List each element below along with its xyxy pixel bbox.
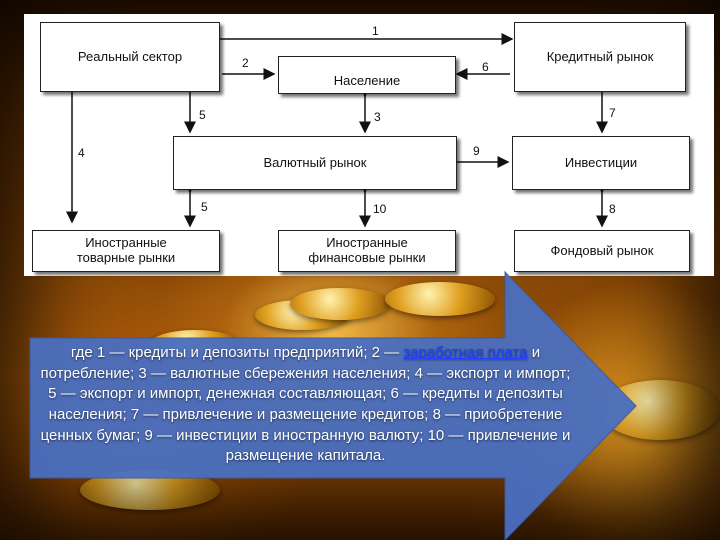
box-stock-market: Фондовый рынок <box>514 230 690 272</box>
coin <box>385 282 495 316</box>
legend-caption: где 1 — кредиты и депозиты предприятий; … <box>38 343 573 467</box>
box-label-line1: Иностранные <box>326 235 408 251</box>
box-label: Валютный рынок <box>263 154 367 170</box>
box-foreign-financial-markets: Иностранные финансовые рынки <box>278 230 456 272</box>
coin <box>290 288 390 320</box>
label-6: 6 <box>482 60 489 74</box>
box-label: Инвестиции <box>564 154 638 170</box>
box-label: Кредитный рынок <box>546 48 654 64</box>
caption-text: и потребление; 3 — валютные сбережения н… <box>40 344 571 465</box>
box-label-line2: финансовые рынки <box>308 250 426 265</box>
economy-diagram: Реальный сектор Кредитный рынок Населени… <box>24 14 714 276</box>
box-investments: Инвестиции <box>512 136 690 190</box>
box-credit-market: Кредитный рынок <box>514 22 686 92</box>
box-label: Население <box>333 73 401 89</box>
box-label: Реальный сектор <box>77 48 183 64</box>
box-label: Фондовый рынок <box>550 242 654 258</box>
label-2: 2 <box>242 56 249 70</box>
box-label-line1: Иностранные <box>85 235 167 251</box>
label-5-upper: 5 <box>199 108 206 122</box>
box-population: Население <box>278 56 456 94</box>
label-7: 7 <box>609 106 616 120</box>
label-3: 3 <box>374 110 381 124</box>
label-10: 10 <box>373 202 387 216</box>
label-4: 4 <box>78 146 85 160</box>
label-8: 8 <box>609 202 616 216</box>
box-real-sector: Реальный сектор <box>40 22 220 92</box>
box-foreign-goods-markets: Иностранные товарные рынки <box>32 230 220 272</box>
salary-link[interactable]: заработная плата <box>403 344 528 361</box>
label-1: 1 <box>372 24 379 38</box>
label-9: 9 <box>473 144 480 158</box>
caption-text: где 1 — кредиты и депозиты предприятий; … <box>70 344 404 361</box>
diagram-arrows <box>66 33 608 228</box>
box-label-line2: товарные рынки <box>76 250 176 265</box>
label-5-lower: 5 <box>201 200 208 214</box>
box-currency-market: Валютный рынок <box>173 136 457 190</box>
